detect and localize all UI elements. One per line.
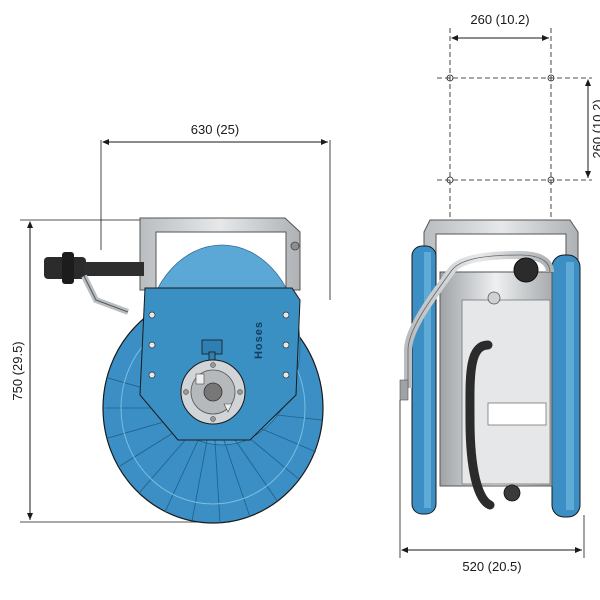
mount-vertical-label: 260 (10.2)	[590, 99, 600, 158]
front-height-label: 750 (29.5)	[10, 341, 25, 400]
front-hose-inlet	[44, 252, 144, 315]
mount-hole-pattern	[437, 28, 592, 228]
front-plate-bolts	[148, 311, 290, 379]
mount-spacing-label: 260 (10.2)	[470, 12, 529, 27]
front-brand-text: Hoses	[253, 321, 265, 359]
side-view: 260 (10.2) 260 (10.2) 520 (20.5)	[399, 12, 600, 574]
front-width-label: 630 (25)	[191, 122, 239, 137]
side-width-label: 520 (20.5)	[462, 559, 521, 574]
front-swivel-hub	[180, 339, 246, 425]
front-view: 630 (25) 750 (29.5)	[10, 122, 331, 524]
side-hose	[465, 340, 495, 510]
